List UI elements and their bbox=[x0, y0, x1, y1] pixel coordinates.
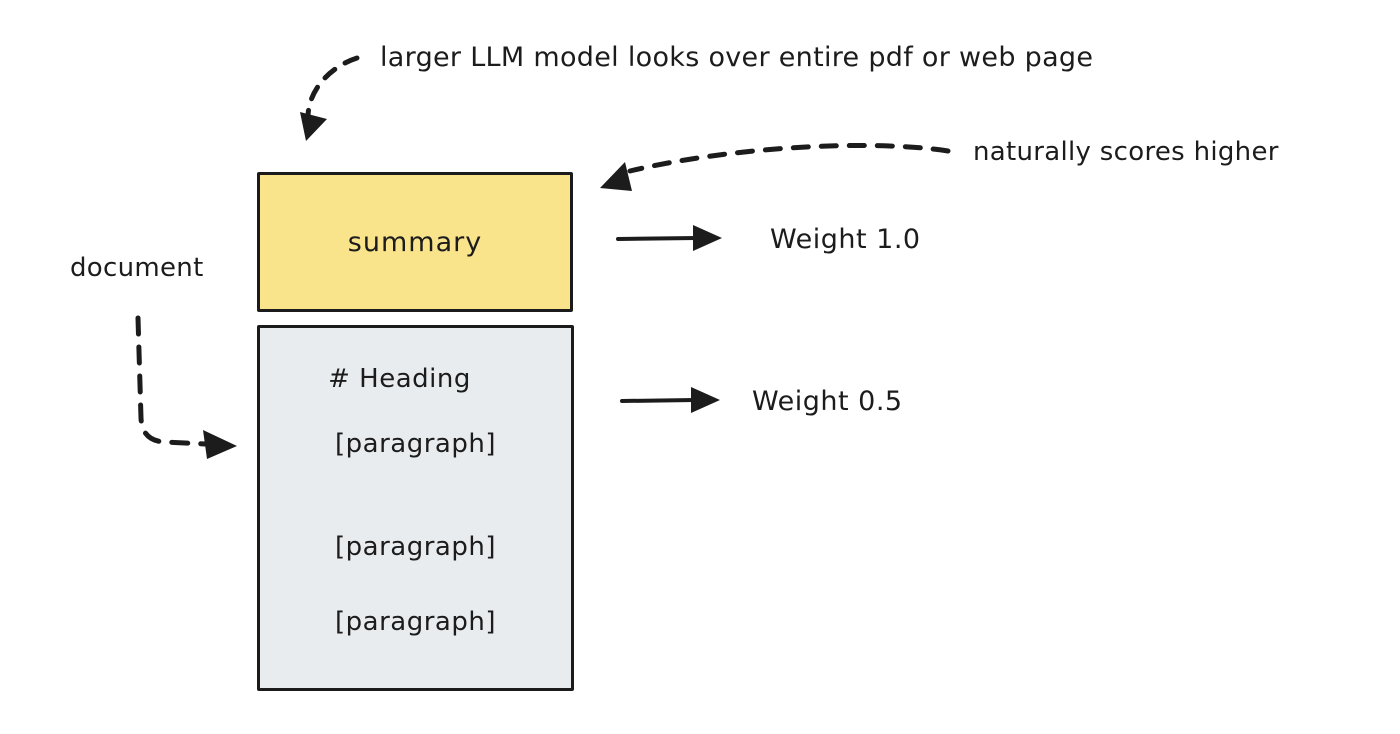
summary-box: summary bbox=[257, 172, 573, 312]
summary-weight-label: Weight 1.0 bbox=[770, 224, 921, 255]
document-box: # Heading [paragraph] [paragraph] [parag… bbox=[257, 325, 574, 691]
top-annotation-text: larger LLM model looks over entire pdf o… bbox=[380, 42, 1094, 73]
arrowhead-icon bbox=[691, 387, 720, 413]
document-annotation-text: document bbox=[70, 253, 204, 283]
document-weight-arrow bbox=[620, 387, 720, 413]
arrowhead-icon bbox=[600, 162, 632, 191]
document-box-paragraph-line: [paragraph] bbox=[335, 532, 496, 562]
right-note-dashed-arrow bbox=[600, 143, 951, 191]
document-box-paragraph-line: [paragraph] bbox=[335, 429, 496, 459]
document-box-paragraph-line: [paragraph] bbox=[335, 607, 496, 637]
summary-weight-arrow bbox=[616, 225, 722, 251]
arrowhead-icon bbox=[300, 112, 327, 141]
document-dashed-arrow bbox=[135, 315, 237, 459]
summary-box-label: summary bbox=[347, 226, 483, 258]
arrowhead-icon bbox=[693, 225, 722, 251]
top-note-dashed-arrow bbox=[300, 55, 360, 141]
document-box-heading-line: # Heading bbox=[328, 364, 471, 394]
right-annotation-text: naturally scores higher bbox=[973, 137, 1279, 167]
document-weight-label: Weight 0.5 bbox=[752, 386, 903, 417]
arrowhead-icon bbox=[203, 430, 237, 459]
